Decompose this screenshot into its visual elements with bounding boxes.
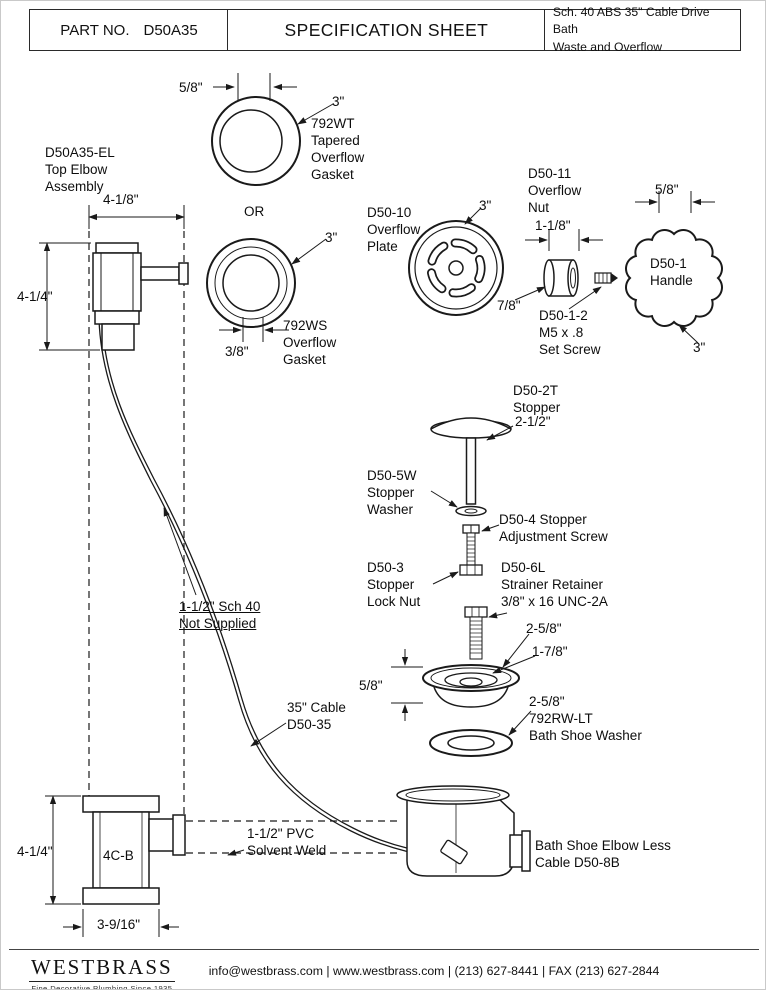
strainer-retainer-drawing: [464, 606, 508, 660]
label-tee: 4C-B: [103, 848, 134, 863]
brand-logo: WESTBRASS Fine Decorative Plumbing Since…: [29, 955, 175, 990]
overflow-plate-drawing: [408, 207, 504, 316]
set-screw-drawing: [568, 272, 618, 310]
bath-shoe-washer-drawing: [429, 710, 532, 757]
dim-top-elbow-width: 4-1/8": [103, 192, 139, 207]
bath-shoe-elbow-drawing: [227, 785, 531, 877]
label-bath-shoe: Bath Shoe Elbow Less Cable D50-8B: [535, 838, 671, 870]
label-pvc-note: 1-1/2" PVC Solvent Weld: [247, 826, 327, 858]
label-gasket-792wt: 792WT Tapered Overflow Gasket: [311, 116, 365, 182]
dim-handle-dia: 3": [693, 340, 706, 355]
label-lock-nut: D50-3 Stopper Lock Nut: [367, 560, 421, 609]
dim-tee-width: 3-9/16": [97, 917, 141, 932]
gasket-792wt-drawing: [211, 73, 334, 186]
label-stopper-washer: D50-5W Stopper Washer: [367, 468, 417, 517]
brand-name: WESTBRASS: [29, 955, 175, 982]
label-top-elbow: D50A35-EL Top Elbow Assembly: [45, 145, 115, 194]
footer-contact: info@westbrass.com | www.westbrass.com |…: [208, 964, 660, 978]
part-no-label: PART NO.: [60, 21, 130, 39]
sheet-subtitle-cell: Sch. 40 ABS 35" Cable Drive Bath Waste a…: [543, 5, 741, 54]
stopper-drawing: [430, 417, 514, 505]
label-adjustment-screw: D50-4 Stopper Adjustment Screw: [499, 512, 608, 544]
cable-drawing: [98, 317, 453, 860]
sheet-subtitle: Sch. 40 ABS 35" Cable Drive Bath Waste a…: [552, 5, 710, 54]
label-cable: 35" Cable D50-35: [287, 700, 346, 732]
dim-gasket-792wt-dia: 3": [332, 94, 345, 109]
dim-handle-top: 5/8": [655, 182, 679, 197]
top-elbow-drawing: [39, 205, 189, 351]
adjustment-screw-drawing: [462, 524, 500, 566]
label-stopper: D50-2T Stopper: [513, 383, 561, 415]
tee-drawing: [45, 795, 186, 937]
stopper-washer-drawing: [430, 490, 487, 517]
label-shoe-washer: 2-5/8" 792RW-LT Bath Shoe Washer: [529, 694, 642, 743]
label-overflow-plate: D50-10 Overflow Plate: [367, 205, 421, 254]
label-handle: D50-1 Handle: [650, 256, 693, 288]
sheet-title: SPECIFICATION SHEET: [284, 19, 489, 40]
dim-stopper: 2-1/2": [515, 414, 551, 429]
label-overflow-nut: D50-11 Overflow Nut: [528, 166, 582, 215]
dim-strainer-height: 5/8": [359, 678, 383, 693]
strainer-body-drawing: [391, 633, 536, 721]
dim-tee-height: 4-1/4": [17, 844, 53, 859]
dim-overflow-plate: 3": [479, 198, 492, 213]
footer: WESTBRASS Fine Decorative Plumbing Since…: [9, 949, 759, 990]
label-or: OR: [244, 204, 265, 219]
handle-drawing: [625, 191, 723, 344]
sheet-title-cell: SPECIFICATION SHEET: [227, 9, 546, 51]
dim-overflow-nut-width: 1-1/8": [535, 218, 571, 233]
pipe-dashed-lines: [88, 231, 399, 854]
label-gasket-792ws: 792WS Overflow Gasket: [283, 318, 337, 367]
brand-tagline: Fine Decorative Plumbing Since 1935: [31, 984, 173, 990]
header: PART NO. D50A35 SPECIFICATION SHEET Sch.…: [29, 5, 741, 54]
dim-overflow-nut-height: 7/8": [497, 298, 521, 313]
dim-top-elbow-height: 4-1/4": [17, 289, 53, 304]
gasket-792ws-drawing: [206, 238, 327, 342]
label-set-screw: D50-1-2 M5 x .8 Set Screw: [539, 308, 601, 357]
dim-gasket-792ws-dia: 3": [325, 230, 338, 245]
dim-gasket-792ws-bottom: 3/8": [225, 344, 249, 359]
dim-strainer-outer: 2-5/8": [526, 621, 562, 636]
overflow-nut-drawing: [514, 229, 603, 301]
dim-strainer-inner: 1-7/8": [532, 644, 568, 659]
label-pipe-note: 1-1/2" Sch 40 Not Supplied: [179, 599, 261, 631]
lock-nut-drawing: [432, 564, 483, 585]
label-strainer-retainer: D50-6L Strainer Retainer 3/8" x 16 UNC-2…: [501, 560, 608, 609]
dim-gasket-792wt-top: 5/8": [179, 80, 203, 95]
part-no-cell: PART NO. D50A35: [29, 9, 229, 51]
part-no-value: D50A35: [143, 21, 198, 39]
